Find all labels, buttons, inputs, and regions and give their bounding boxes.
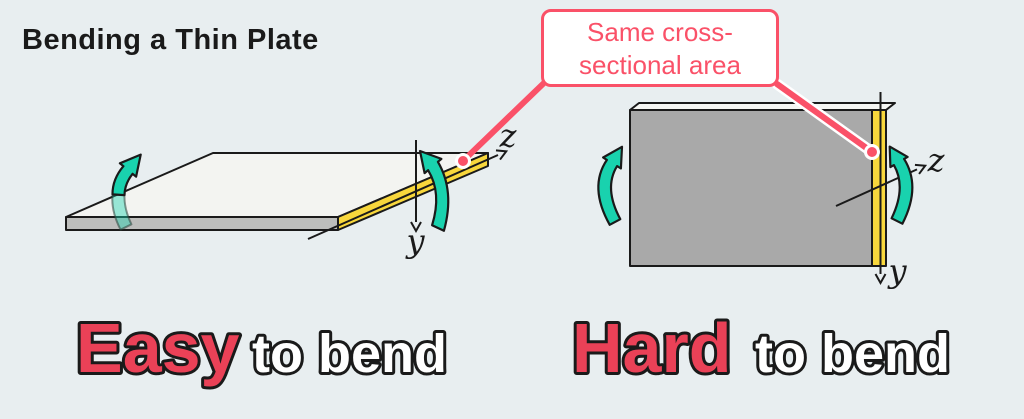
flat-plate-diagram: z y (65, 117, 518, 260)
caption-hard-rest: to bend (755, 324, 950, 384)
bending-moment-arrow-left-icon (111, 153, 142, 197)
leader-line-left (460, 79, 548, 164)
bending-moment-arrow-right-icon (888, 145, 914, 225)
caption-easy-rest: to bend (252, 324, 447, 384)
edge-plate-top-face (629, 102, 896, 111)
caption-hard: Hard (572, 309, 731, 387)
z-axis-left (307, 149, 509, 240)
callout-box: Same cross- sectional area (541, 9, 779, 87)
y-axis-label-left: y (404, 222, 425, 260)
callout-line-1: Same cross- (587, 17, 733, 47)
page-title: Bending a Thin Plate (22, 24, 319, 56)
callout-line-2: sectional area (579, 50, 741, 80)
y-axis-label-right: y (886, 252, 907, 290)
bending-moment-arrow-left-icon (597, 145, 624, 226)
bending-moment-arrow-right-icon (418, 149, 450, 232)
cross-section-dot-right (864, 144, 880, 160)
captions: Easy to bend Hard to bend (73, 306, 953, 390)
leader-line-right (774, 81, 875, 155)
cross-section-dot-left (455, 153, 471, 169)
flat-plate-front-face (65, 216, 339, 231)
edge-plate-diagram: z y (597, 92, 946, 290)
callout-leaders (455, 78, 880, 169)
edge-plate-face (629, 109, 873, 267)
caption-easy: Easy (76, 309, 240, 387)
z-axis-label-right: z (927, 141, 946, 179)
